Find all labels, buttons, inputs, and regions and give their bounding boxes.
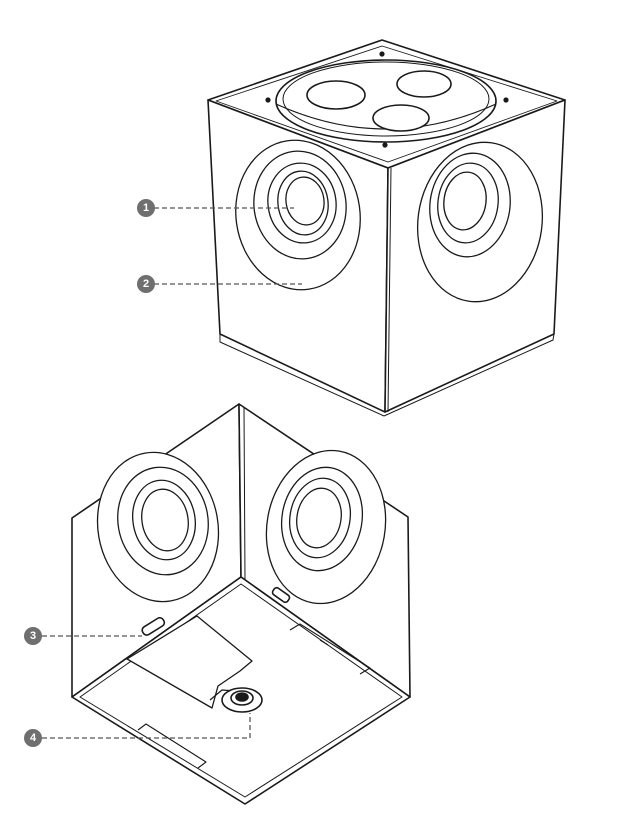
top-button-front: [372, 104, 430, 132]
leader-lines: [42, 207, 302, 739]
top-disc-rim: [282, 61, 490, 137]
callout-3: 3: [24, 627, 42, 645]
top-button-left: [306, 80, 366, 110]
top-screw-back: [379, 51, 385, 57]
leader-line-4: [42, 713, 251, 739]
callout-badge-1: [137, 199, 155, 217]
top-cube-front-edge: [387, 167, 392, 413]
top-cube-left-speaker: [235, 139, 361, 291]
bottom-cube-front-edge: [243, 407, 246, 581]
top-screw-right: [503, 97, 509, 103]
top-cube-top-bevel: [215, 45, 558, 163]
bottom-pad: [126, 615, 253, 709]
callout-badge-2: [137, 275, 155, 293]
mount-thread-core: [235, 692, 249, 702]
top-cube-right-speaker: [416, 141, 544, 303]
port-slot-right: [271, 586, 291, 604]
callout-badge-4: [24, 729, 42, 747]
bottom-notch-front: [137, 723, 207, 769]
bottom-cube-right-speaker: [265, 449, 387, 605]
callout-number-3: 3: [30, 630, 36, 642]
bottom-cube-left-speaker: [96, 451, 220, 603]
callout-2: 2: [137, 275, 155, 293]
callout-number-2: 2: [143, 278, 149, 290]
top-cube-base-line-left: [219, 334, 385, 417]
callout-number-4: 4: [30, 732, 37, 744]
top-cube-view: [207, 39, 566, 417]
port-slot-left: [141, 616, 166, 636]
top-screw-front: [382, 142, 388, 148]
callout-1: 1: [137, 199, 155, 217]
bottom-notch-right: [289, 623, 371, 675]
top-screw-left: [265, 97, 271, 103]
top-cube-base-line-right: [383, 333, 555, 417]
callout-number-1: 1: [143, 202, 149, 214]
top-button-right: [396, 70, 452, 98]
bottom-cube-view: [71, 403, 411, 805]
callout-4: 4: [24, 729, 42, 747]
callout-badge-3: [24, 627, 42, 645]
